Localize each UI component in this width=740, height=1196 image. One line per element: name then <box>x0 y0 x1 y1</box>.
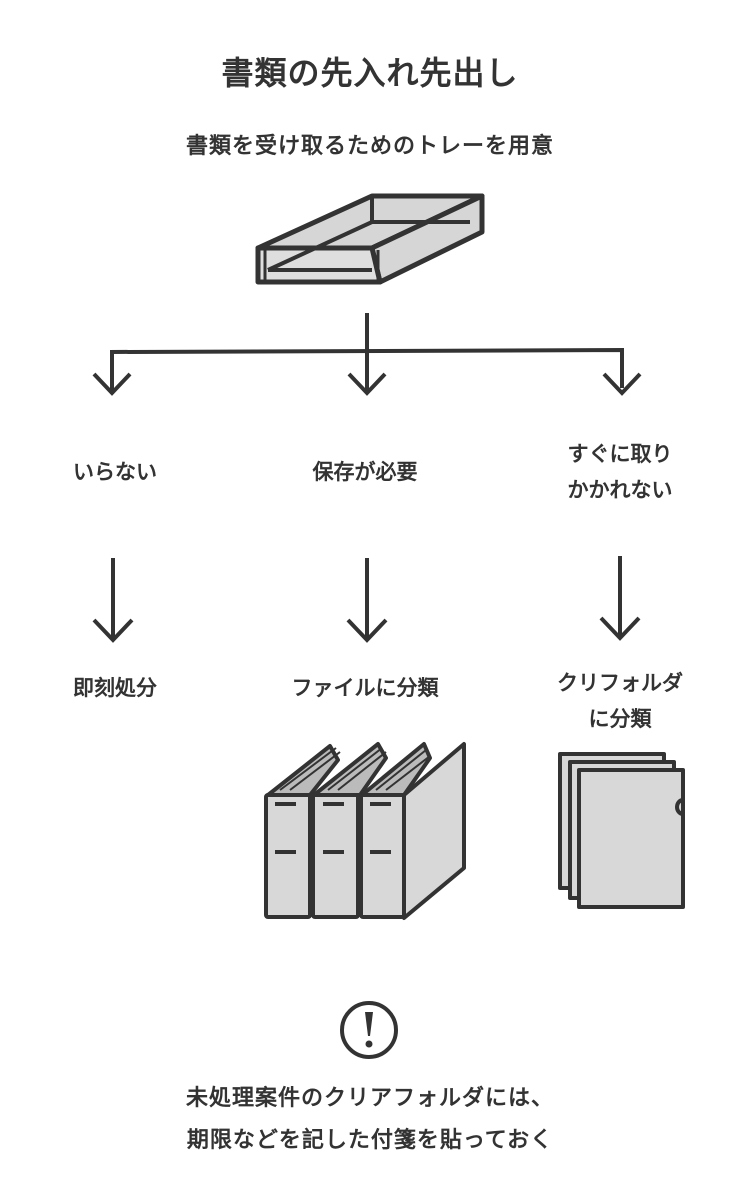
arrow-head-right <box>602 372 642 396</box>
arrow-down-center <box>346 558 388 643</box>
branch-result-folder: クリフォルダ に分類 <box>557 671 683 731</box>
clear-folders-icon <box>558 752 685 909</box>
warning-note: 未処理案件のクリアフォルダには、 期限などを記した付箋を貼っておく <box>185 1086 554 1153</box>
arrow-head-left <box>92 372 132 396</box>
branch-condition-keep: 保存が必要 <box>312 460 418 484</box>
arrow-head-center <box>347 372 387 396</box>
branch-result-file: ファイルに分類 <box>291 676 439 700</box>
branch-result-discard: 即刻処分 <box>73 676 157 700</box>
subtitle: 書類を受け取るためのトレーを用意 <box>185 134 554 159</box>
arrow-down-left <box>92 558 134 643</box>
binder-files-icon <box>264 742 466 920</box>
branch-condition-pending: すぐに取り かかれない <box>567 442 673 502</box>
document-tray-icon <box>255 193 485 285</box>
page-title: 書類の先入れ先出し <box>221 54 519 92</box>
exclamation-circle-icon <box>340 1001 398 1059</box>
branch-connector <box>110 313 624 394</box>
arrow-down-right <box>599 556 641 641</box>
branch-condition-discard: いらない <box>73 460 157 484</box>
